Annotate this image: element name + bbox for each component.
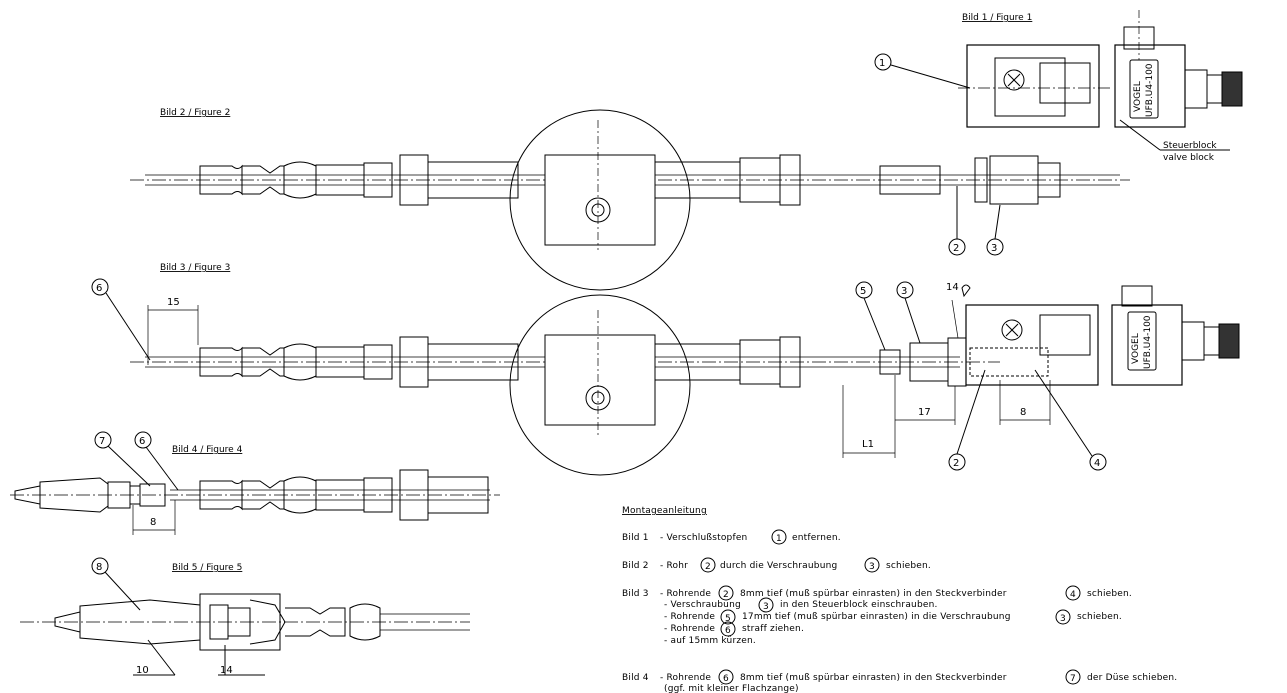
- step3-line2: - Verschraubung: [664, 600, 741, 610]
- step2-ref: 2: [705, 562, 711, 572]
- step2-ref2: 3: [869, 562, 875, 572]
- step3-line5: - auf 15mm kürzen.: [664, 636, 756, 646]
- callout-6-fig3: 6: [96, 283, 102, 294]
- dim-L1: L1: [862, 439, 874, 450]
- callout-3-fig3: 3: [901, 286, 907, 297]
- valve-model-fig3: UFB.U4-100: [1143, 315, 1153, 369]
- step3-line1-post: schieben.: [1087, 589, 1132, 599]
- step3-line4-post: straff ziehen.: [742, 624, 804, 634]
- step1-post: entfernen.: [792, 533, 841, 543]
- step3-line1-mid: 8mm tief (muß spürbar einrasten) in den …: [740, 589, 1007, 599]
- figure-3: Bild 3 / Figure 3 VOGEL UFB.U4-100: [91, 263, 1240, 476]
- step3-line1-ref: 2: [723, 590, 729, 600]
- dim-wrench-10: 10: [136, 665, 149, 676]
- figure-4: Bild 4 / Figure 4 7 6 8: [10, 431, 500, 535]
- valve-block-label-en: valve block: [1163, 153, 1215, 163]
- figure-2-title: Bild 2 / Figure 2: [160, 108, 230, 118]
- step4-ref2: 7: [1070, 674, 1076, 684]
- callout-8: 8: [96, 562, 102, 573]
- step2-text: - Rohr: [660, 561, 688, 571]
- valve-brand-fig1: VOGEL: [1133, 81, 1143, 112]
- figure-2: Bild 2 / Figure 2 2 3: [130, 108, 1130, 291]
- step3-line1: - Rohrende: [660, 589, 711, 599]
- valve-block-label-de: Steuerblock: [1163, 141, 1217, 151]
- dim-17: 17: [918, 407, 931, 418]
- figure-1-title: Bild 1 / Figure 1: [962, 13, 1032, 23]
- dim-8-fig3: 8: [1020, 407, 1026, 418]
- step4-text: - Rohrende: [660, 673, 711, 683]
- step3-line3-ref: 5: [725, 614, 731, 624]
- figure-5-title: Bild 5 / Figure 5: [172, 563, 242, 573]
- step3-line3-ref2: 3: [1060, 614, 1066, 624]
- figure-4-title: Bild 4 / Figure 4: [172, 445, 243, 455]
- step2-post: schieben.: [886, 561, 931, 571]
- dim-15: 15: [167, 297, 180, 308]
- instructions: Montageanleitung Bild 1 - Verschlußstopf…: [622, 506, 1177, 693]
- dim-wrench-14-fig5: 14: [220, 665, 233, 676]
- step3-line3-mid: 17mm tief (muß spürbar einrasten) in die…: [742, 612, 1011, 622]
- callout-1: 1: [879, 58, 885, 69]
- instructions-title: Montageanleitung: [622, 506, 707, 516]
- callout-2-fig3: 2: [953, 458, 959, 469]
- callout-5: 5: [860, 286, 866, 297]
- step1-text: - Verschlußstopfen: [660, 533, 747, 543]
- step1-ref: 1: [776, 534, 782, 544]
- callout-2-fig2: 2: [953, 243, 959, 254]
- step3-line2-ref: 3: [763, 602, 769, 612]
- step3-line3-post: schieben.: [1077, 612, 1122, 622]
- step3-line3: - Rohrende: [664, 612, 715, 622]
- step3-line1-ref2: 4: [1070, 590, 1076, 600]
- valve-model-fig1: UFB.U4-100: [1145, 63, 1155, 117]
- step4-ref: 6: [723, 674, 729, 684]
- callout-6-fig4: 6: [139, 436, 145, 447]
- step2-label: Bild 2: [622, 561, 649, 571]
- step3-line2-post: in den Steuerblock einschrauben.: [780, 600, 938, 610]
- step3-line4-ref: 6: [725, 626, 731, 636]
- callout-3-fig2: 3: [991, 243, 997, 254]
- callout-4: 4: [1094, 458, 1100, 469]
- step3-line4: - Rohrende: [664, 624, 715, 634]
- figure-3-title: Bild 3 / Figure 3: [160, 263, 230, 273]
- step3-label: Bild 3: [622, 589, 649, 599]
- valve-brand-fig3: VOGEL: [1131, 333, 1141, 364]
- step4-mid: 8mm tief (muß spürbar einrasten) in den …: [740, 673, 1007, 683]
- callout-7: 7: [99, 436, 105, 447]
- dim-8-fig4: 8: [150, 517, 156, 528]
- step4-label: Bild 4: [622, 673, 649, 683]
- step1-label: Bild 1: [622, 533, 649, 543]
- dim-wrench-14-fig3: 14: [946, 282, 959, 293]
- figure-1: Bild 1 / Figure 1 VOGEL UFB.U4-100 1 Ste…: [874, 10, 1243, 163]
- step4-post: der Düse schieben.: [1087, 673, 1177, 683]
- step2-mid: durch die Verschraubung: [720, 561, 837, 571]
- figure-5: Bild 5 / Figure 5 8 10 14: [20, 557, 470, 676]
- step4-line2: (ggf. mit kleiner Flachzange): [664, 684, 799, 693]
